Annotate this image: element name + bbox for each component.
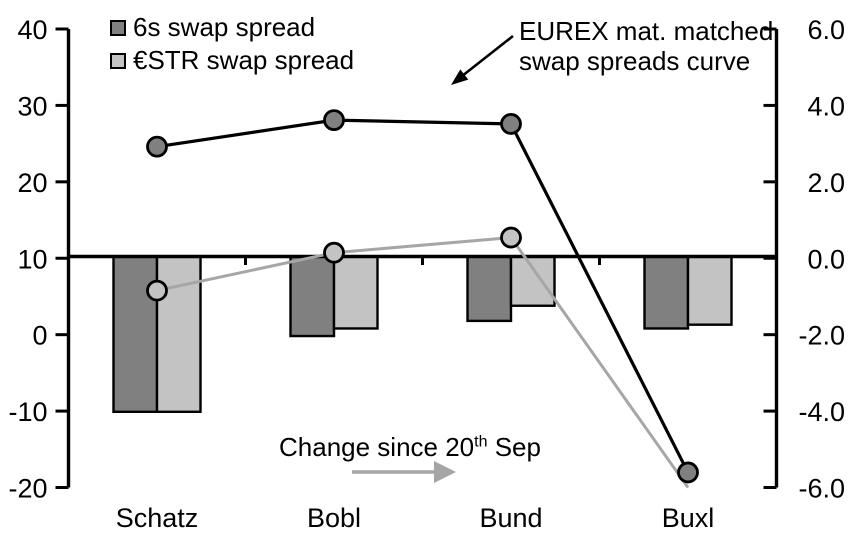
- lines-layer: [146, 109, 699, 489]
- bar: [155, 255, 202, 414]
- bar: [686, 255, 733, 326]
- bar: [289, 255, 336, 338]
- series-marker: [146, 135, 168, 158]
- right-tick-label: 0.0: [807, 244, 845, 274]
- left-tick-label: 30: [17, 91, 47, 121]
- series-marker: [323, 241, 345, 264]
- legend-label-6s: 6s swap spread: [133, 12, 316, 42]
- bar: [509, 255, 556, 307]
- legend-swatch-estr-icon: [110, 52, 126, 69]
- right-tick-label: -4.0: [798, 397, 845, 427]
- left-tick-label: 20: [17, 168, 47, 198]
- bar: [466, 255, 513, 323]
- left-tick-label: -20: [8, 474, 47, 504]
- right-tick-label: 6.0: [807, 15, 845, 45]
- legend-label-estr: €STR swap spread: [133, 45, 355, 75]
- bar: [112, 255, 159, 414]
- series-marker: [677, 461, 699, 484]
- right-tick-label: 2.0: [807, 168, 845, 198]
- left-tick-label: -10: [8, 397, 47, 427]
- series-line: [156, 235, 690, 489]
- series-marker: [323, 109, 345, 132]
- category-label: Bund: [479, 503, 542, 533]
- category-label: Buxl: [662, 503, 715, 533]
- right-tick-label: -6.0: [798, 474, 845, 504]
- axis-labels-layer: 403020100-10-206.04.02.00.0-2.0-4.0-6.0S…: [8, 15, 845, 533]
- bar: [332, 255, 379, 330]
- change-annotation-prefix: Change since 20: [279, 432, 475, 462]
- legend-item-estr: €STR swap spread: [110, 44, 354, 77]
- series-marker: [500, 113, 522, 135]
- change-annotation: Change since 20th Sep: [250, 432, 570, 463]
- legend: 6s swap spread €STR swap spread: [110, 11, 354, 77]
- curve-annotation-line1: EUREX mat. matched: [519, 16, 774, 46]
- legend-item-6s: 6s swap spread: [110, 11, 354, 44]
- bar: [643, 255, 690, 330]
- legend-swatch-6s-icon: [110, 19, 126, 36]
- series-line: [156, 118, 690, 474]
- change-annotation-sup: th: [474, 433, 488, 451]
- curve-annotation-line2: swap spreads curve: [519, 46, 751, 76]
- annotation-arrow-icon: [451, 34, 514, 85]
- change-arrow-icon: [352, 461, 456, 483]
- curve-annotation: EUREX mat. matched swap spreads curve: [519, 16, 773, 76]
- right-tick-label: -2.0: [798, 321, 845, 351]
- right-tick-label: 4.0: [807, 91, 845, 121]
- category-label: Bobl: [307, 503, 361, 533]
- series-marker: [500, 226, 522, 249]
- series-marker: [146, 279, 168, 302]
- category-label: Schatz: [116, 503, 199, 533]
- axes-layer: [55, 27, 779, 489]
- change-annotation-suffix: Sep: [487, 432, 541, 462]
- left-tick-label: 0: [32, 321, 47, 351]
- left-tick-label: 10: [17, 244, 47, 274]
- left-tick-label: 40: [17, 15, 47, 45]
